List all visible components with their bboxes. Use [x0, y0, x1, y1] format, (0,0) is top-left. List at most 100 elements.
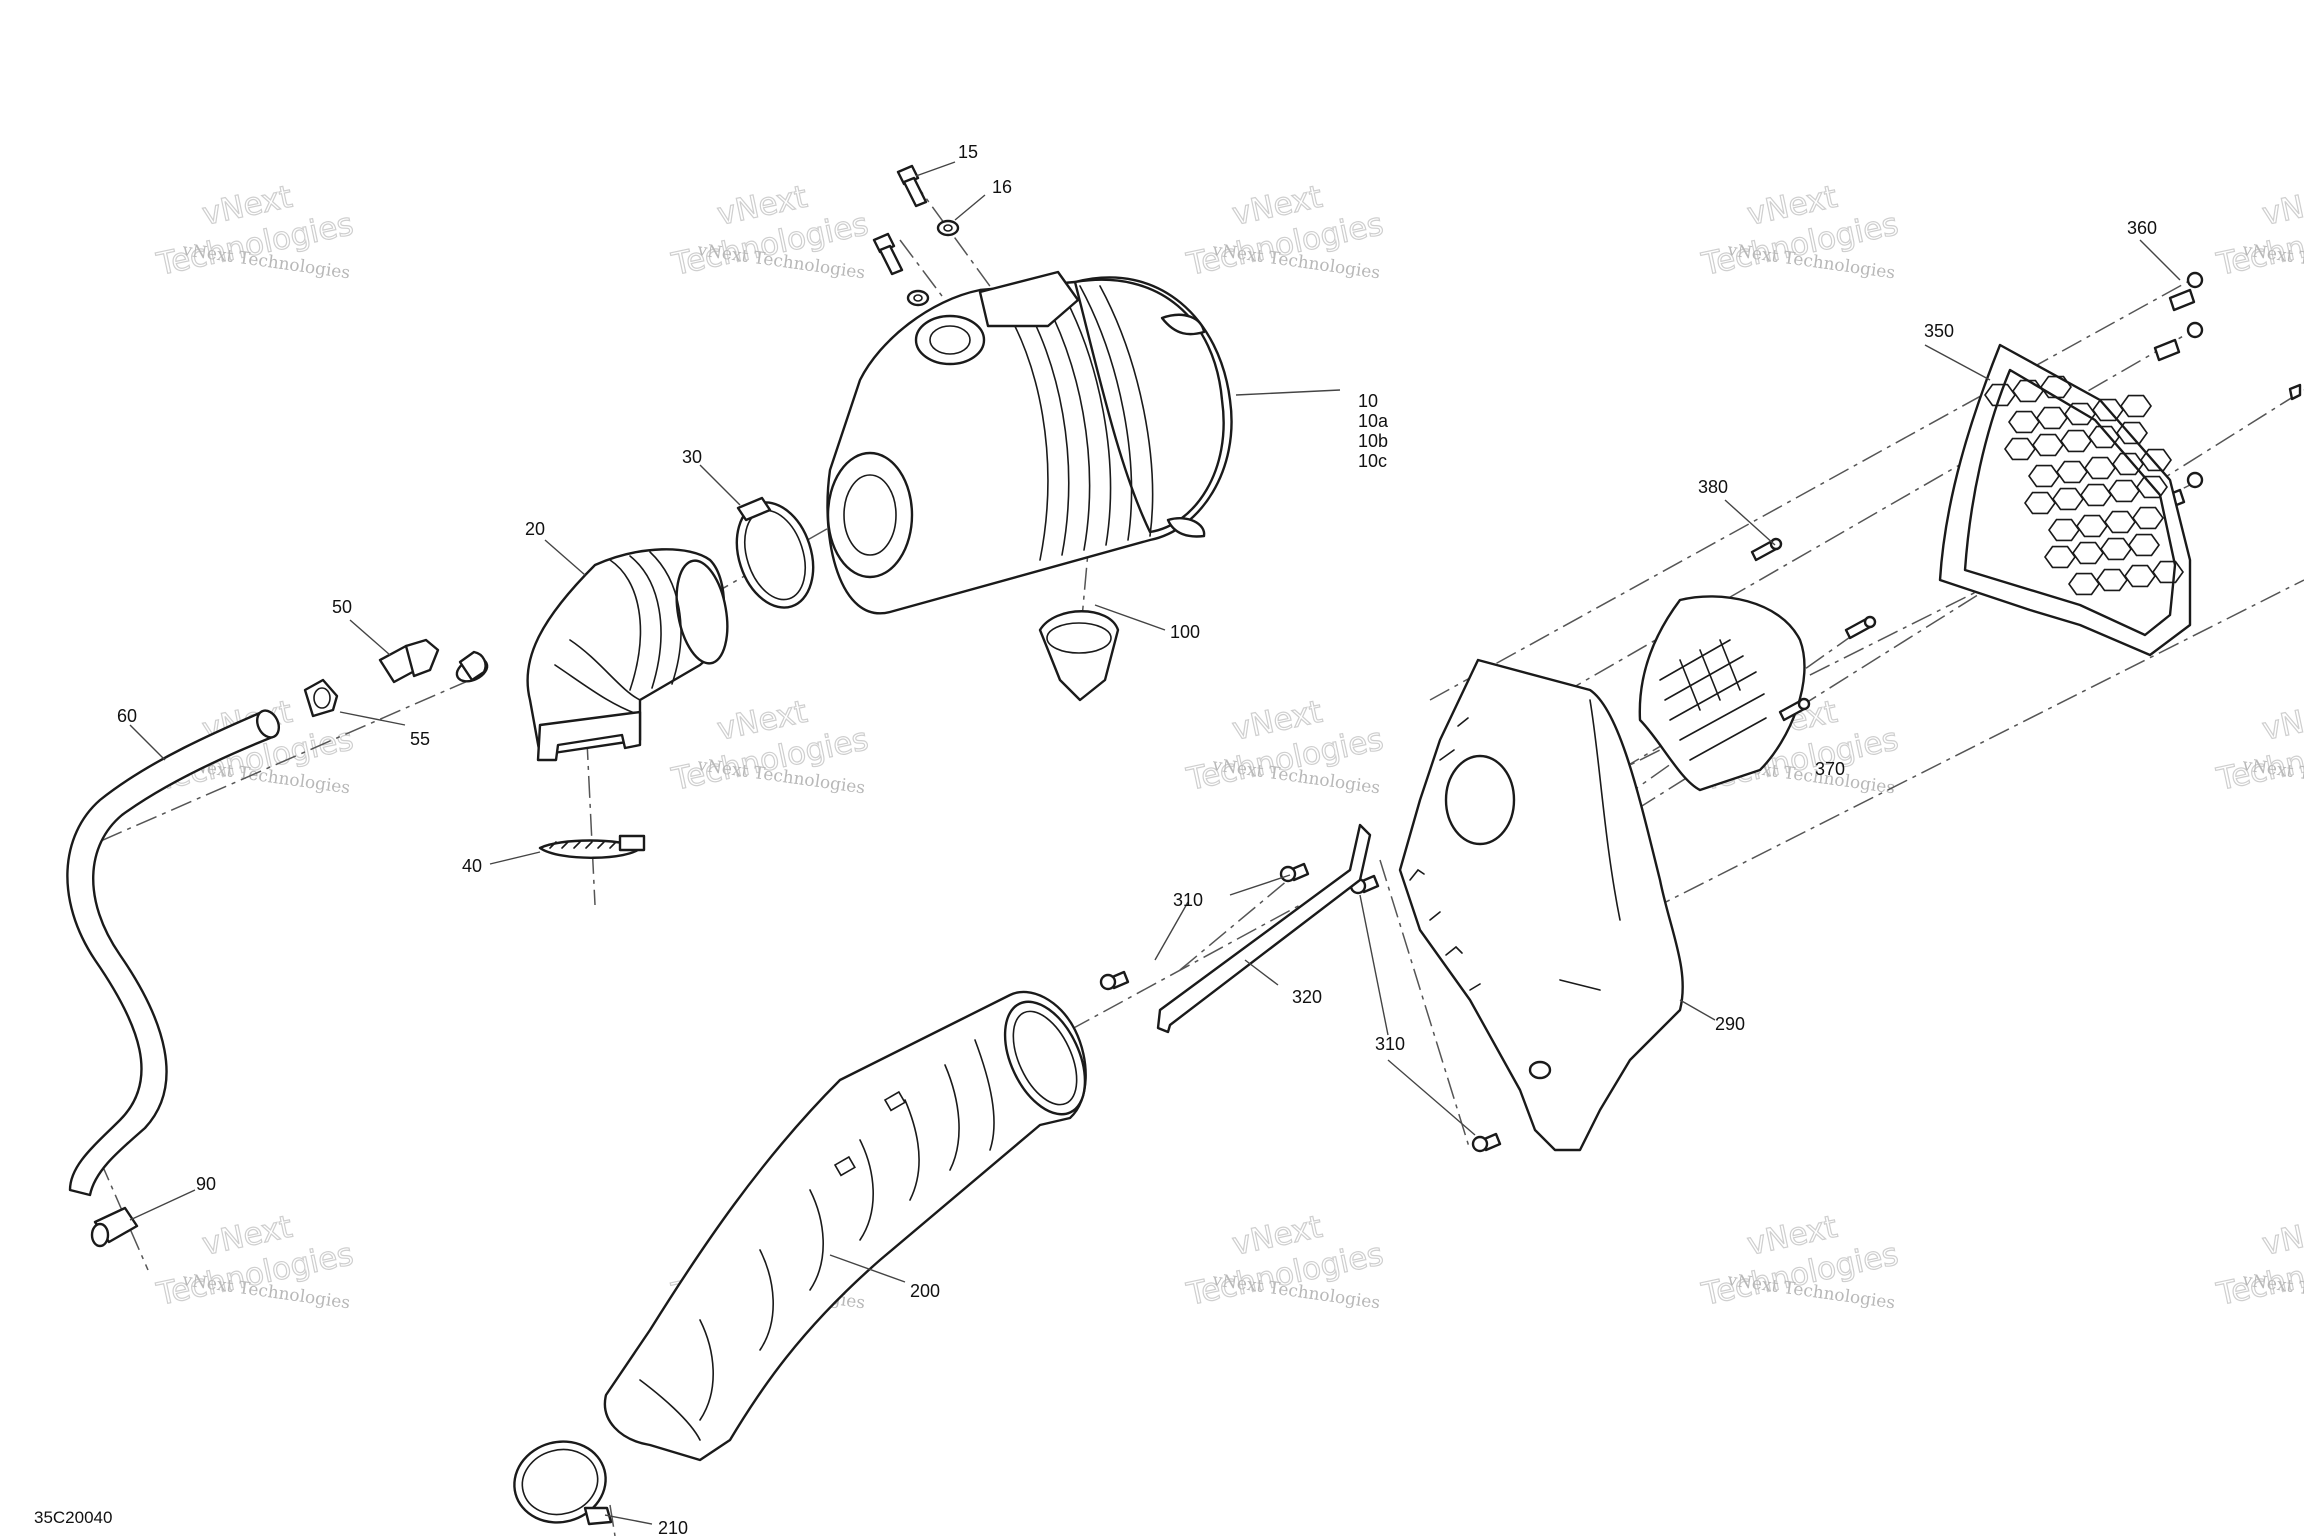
hex-cell — [2024, 491, 2056, 515]
hex-cell — [2136, 475, 2168, 499]
callout-40: 40 — [462, 856, 482, 876]
callout-360: 360 — [2127, 218, 2157, 238]
intake-duct-200-icon — [603, 990, 1087, 1462]
push-rivet-310-icon — [1099, 862, 1502, 1153]
hose-clamp-210-icon — [513, 1440, 613, 1526]
callout-10: 10 — [1358, 391, 1378, 411]
hex-cell — [2064, 402, 2096, 426]
hex-cell — [2076, 514, 2108, 538]
callout-labels: 15 16 10 10a 10b 10c 30 20 50 55 60 40 1… — [34, 142, 2157, 1536]
hex-cell — [2004, 437, 2036, 461]
screw-360-icon — [2153, 271, 2302, 512]
callout-90: 90 — [196, 1174, 216, 1194]
bracket-320-icon — [1156, 823, 1372, 1034]
callout-55: 55 — [410, 729, 430, 749]
intake-boot-20-icon — [526, 548, 729, 762]
air-filter-housing-icon — [826, 270, 1233, 615]
hex-cell — [2012, 379, 2044, 403]
callout-30: 30 — [682, 447, 702, 467]
fitting-90-icon — [90, 1206, 139, 1248]
hex-cell — [2036, 406, 2068, 430]
hex-cell — [2152, 560, 2184, 584]
hex-cell — [2056, 460, 2088, 484]
svg-text:vNext: vNext — [2259, 694, 2304, 748]
airbox-cover-290-icon — [1398, 658, 1684, 1152]
callout-290: 290 — [1715, 1014, 1745, 1034]
hex-cell — [2008, 410, 2040, 434]
screen-370-icon — [1638, 595, 1806, 792]
hex-cell — [2080, 483, 2112, 507]
callout-20: 20 — [525, 519, 545, 539]
callout-100: 100 — [1170, 622, 1200, 642]
callout-210: 210 — [658, 1518, 688, 1536]
washer-16-icon — [906, 219, 960, 307]
callout-50: 50 — [332, 597, 352, 617]
hex-cell — [2104, 510, 2136, 534]
hex-cell — [2124, 564, 2156, 588]
callout-350: 350 — [1924, 321, 1954, 341]
vent-fitting-50-icon — [378, 638, 489, 684]
hex-cell — [2060, 429, 2092, 453]
callout-200: 200 — [910, 1281, 940, 1301]
hex-cell — [2140, 448, 2172, 472]
hex-cell — [2032, 433, 2064, 457]
hose-clamp-40-icon — [538, 834, 646, 859]
hex-cell — [2132, 506, 2164, 530]
callout-15: 15 — [958, 142, 978, 162]
callout-60: 60 — [117, 706, 137, 726]
hex-cell — [2084, 456, 2116, 480]
vent-hose-60-icon — [66, 709, 281, 1197]
bolt-15-icon — [872, 164, 928, 276]
hex-cell — [2112, 452, 2144, 476]
screw-380-icon — [1750, 537, 1877, 722]
hex-cell — [1984, 383, 2016, 407]
callout-10a: 10a — [1358, 411, 1389, 431]
hex-cell — [2100, 537, 2132, 561]
hex-cell — [2040, 375, 2072, 399]
grille-350-icon — [1938, 343, 2192, 657]
callout-16: 16 — [992, 177, 1012, 197]
hex-cell — [2120, 394, 2152, 418]
hex-cell — [2044, 545, 2076, 569]
callout-10b: 10b — [1358, 431, 1388, 451]
hose-clamp-30-icon — [735, 496, 815, 609]
hex-cell — [2068, 572, 2100, 596]
grille-hex-pattern — [1984, 375, 2184, 596]
drain-valve-100-icon — [1038, 610, 1120, 702]
hex-cell — [2116, 421, 2148, 445]
hex-cell — [2096, 568, 2128, 592]
callout-10c: 10c — [1358, 451, 1387, 471]
callout-310-upper: 310 — [1173, 890, 1203, 910]
drawing-code: 35C20040 — [34, 1508, 112, 1527]
hex-cell — [2092, 398, 2124, 422]
callout-380: 380 — [1698, 477, 1728, 497]
callout-370: 370 — [1815, 759, 1845, 779]
svg-text:vNext: vNext — [2259, 1209, 2304, 1263]
callout-310-lower: 310 — [1375, 1034, 1405, 1054]
hex-cell — [2088, 425, 2120, 449]
hex-cell — [2048, 518, 2080, 542]
hex-cell — [2052, 487, 2084, 511]
callout-320: 320 — [1292, 987, 1322, 1007]
hex-cell — [2128, 533, 2160, 557]
hex-cell — [2028, 464, 2060, 488]
hose-clamp-55-icon — [303, 678, 339, 718]
hex-cell — [2108, 479, 2140, 503]
hex-cell — [2072, 541, 2104, 565]
assembly-centerlines — [79, 175, 2304, 1536]
svg-text:vNext: vNext — [2259, 179, 2304, 233]
leader-lines — [129, 161, 2181, 1525]
